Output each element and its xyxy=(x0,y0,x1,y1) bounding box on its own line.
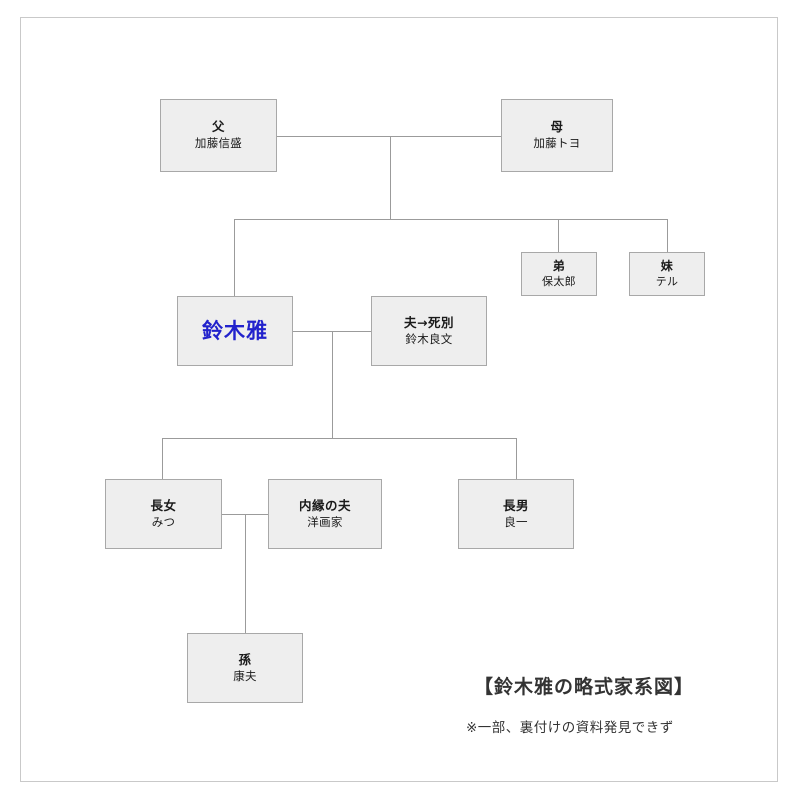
node-grandchild-name: 康夫 xyxy=(233,668,257,683)
connector-drop-subject xyxy=(234,219,235,296)
node-father[interactable]: 父 加藤信盛 xyxy=(160,99,277,172)
connector-drop-eldest-daughter xyxy=(162,438,163,479)
connector-gen2-drop xyxy=(332,331,333,438)
node-common-law-husband-name: 洋画家 xyxy=(307,514,343,529)
node-eldest-daughter-role: 長女 xyxy=(150,497,177,513)
diagram-title-caption: 【鈴木雅の略式家系図】 xyxy=(474,676,695,698)
page-border xyxy=(20,17,778,782)
connector-father-mother xyxy=(277,136,501,137)
node-grandchild[interactable]: 孫 康夫 xyxy=(187,633,303,703)
node-mother-name: 加藤トヨ xyxy=(533,136,581,151)
node-eldest-son[interactable]: 長男 良一 xyxy=(458,479,574,549)
node-younger-brother-name: 保太郎 xyxy=(542,274,576,288)
connector-drop-eldest-son xyxy=(516,438,517,479)
connector-gen1-drop xyxy=(390,136,391,219)
node-husband[interactable]: 夫→死別 鈴木良文 xyxy=(371,296,487,366)
node-younger-sister[interactable]: 妹 テル xyxy=(629,252,705,296)
node-husband-role: 夫→死別 xyxy=(404,314,454,330)
node-common-law-husband[interactable]: 内縁の夫 洋画家 xyxy=(268,479,382,549)
node-mother-role: 母 xyxy=(550,119,564,135)
node-subject-role: 鈴木雅 xyxy=(202,318,268,343)
node-grandchild-role: 孫 xyxy=(238,651,252,667)
node-husband-name: 鈴木良文 xyxy=(405,331,453,346)
node-eldest-son-name: 良一 xyxy=(504,514,528,529)
connector-drop-younger-sister xyxy=(667,219,668,252)
node-mother[interactable]: 母 加藤トヨ xyxy=(501,99,613,172)
node-father-role: 父 xyxy=(211,119,225,135)
connector-gen3-bar xyxy=(162,438,516,439)
node-father-name: 加藤信盛 xyxy=(194,136,243,151)
node-younger-sister-role: 妹 xyxy=(660,259,674,274)
connector-drop-grandchild xyxy=(245,514,246,633)
node-younger-brother[interactable]: 弟 保太郎 xyxy=(521,252,597,296)
node-eldest-daughter[interactable]: 長女 みつ xyxy=(105,479,222,549)
node-eldest-son-role: 長男 xyxy=(502,497,529,513)
node-common-law-husband-role: 内縁の夫 xyxy=(298,497,351,513)
node-younger-sister-name: テル xyxy=(655,274,679,288)
node-eldest-daughter-name: みつ xyxy=(151,514,176,529)
node-subject[interactable]: 鈴木雅 xyxy=(177,296,293,366)
node-younger-brother-role: 弟 xyxy=(552,259,566,274)
connector-gen2-bar xyxy=(234,219,668,220)
connector-drop-younger-brother xyxy=(558,219,559,252)
diagram-note-caption: ※一部、裏付けの資料発見できず xyxy=(466,720,674,736)
